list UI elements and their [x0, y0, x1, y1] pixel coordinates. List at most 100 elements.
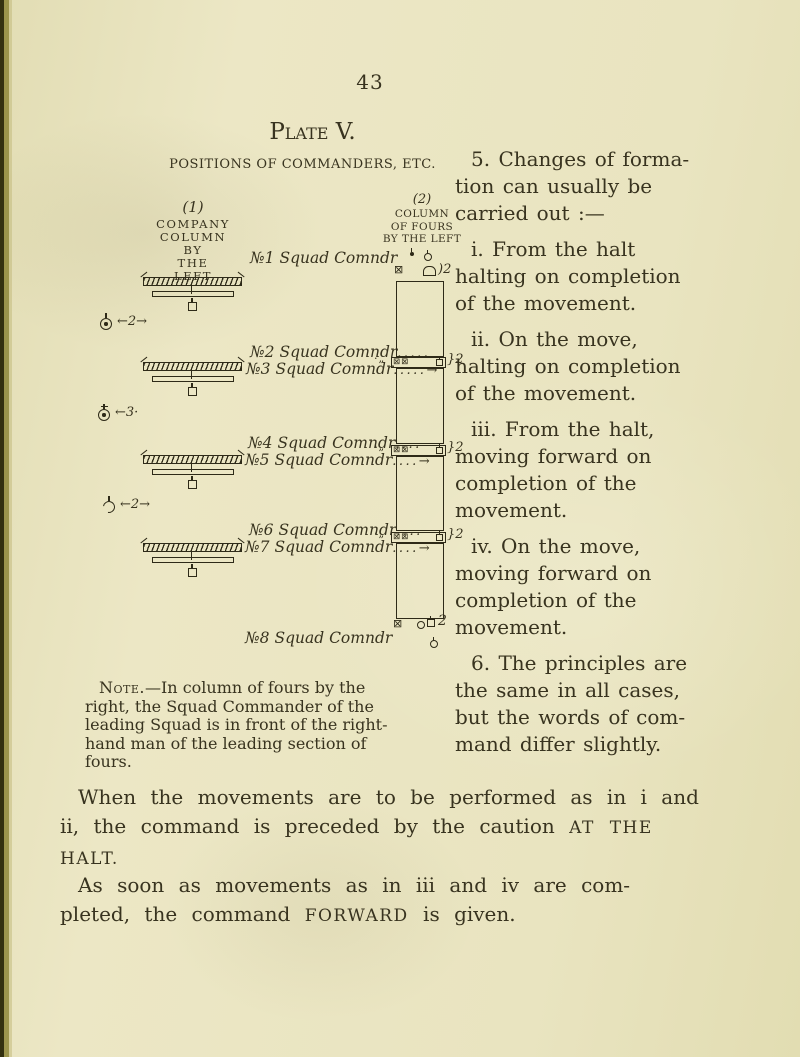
footer-paragraph-soon: As soon as movements as in iii and iv ar… — [60, 871, 710, 931]
squad-commander-x-icon: ⊠ — [394, 263, 404, 276]
squad-label-3: №3 Squad Comndr.....→ — [246, 360, 440, 378]
officer-cross-bar — [100, 405, 108, 408]
diagram1-title: COMPANY COLUMN BY THE LEFT — [156, 217, 230, 283]
footer-when-text: When the movements are to be performed a… — [60, 785, 699, 838]
note-body: —In column of fours by the right, the Sq… — [85, 678, 388, 771]
squad-label-text: №8 Squad Comndr — [245, 629, 393, 647]
squad-line-formation-3 — [143, 455, 243, 489]
officer-circle-icon — [100, 313, 112, 330]
note-lead: Note. — [99, 678, 145, 697]
leader-dots: .....→ — [393, 363, 440, 378]
column-of-fours-squad-3 — [396, 456, 444, 531]
squad-commander-x-icon: ⊠ — [401, 357, 409, 368]
officer-circle-cross-icon — [98, 404, 110, 421]
officer-ring — [98, 409, 110, 421]
squad-label-8: №8 Squad Comndr — [245, 629, 392, 647]
column-of-fours-squad-1 — [396, 281, 444, 357]
leader-arrow: ·„ — [374, 352, 386, 365]
officer-arc-icon — [100, 496, 118, 516]
note-paragraph: Note.—In column of fours by the right, t… — [85, 678, 430, 772]
squad-label-text: №2 Squad Comndr — [250, 343, 398, 361]
pace-brace-2: }2 — [447, 440, 464, 455]
officer-ring-open — [100, 498, 118, 516]
rear-rank-bar — [152, 469, 234, 475]
item-iv: iv. On the move, moving forward on compl… — [455, 534, 652, 639]
squad-label-text: №5 Squad Comndr — [245, 451, 393, 469]
pace-brace-top: )2 — [438, 262, 452, 277]
squad-commander-x-icon: ⊠ — [401, 445, 409, 456]
leader-dots: ....→ — [392, 454, 433, 469]
spacing-mark-1: ←2→ — [100, 312, 147, 330]
center-tick — [191, 552, 193, 560]
plate-subtitle: POSITIONS OF COMMANDERS, ETC. — [169, 157, 436, 172]
pace-brace-3: }2 — [447, 527, 464, 542]
page-number: 43 — [356, 70, 384, 94]
footer-soon-text: As soon as movements as in iii and iv ar… — [60, 873, 631, 926]
marker-square-icon — [436, 356, 443, 366]
commander-band-1: ⊠ ⊠ — [391, 356, 446, 368]
squad-commander-x-icon: ⊠ — [393, 445, 401, 456]
squad-label-text: №7 Squad Comndr — [245, 538, 393, 556]
marker-square-icon — [427, 616, 435, 627]
footer-soon-end: is given. — [408, 902, 516, 926]
leader-dots: .... — [395, 437, 422, 452]
squad-commander-marker-icon — [188, 564, 197, 577]
item-i: i. From the halt halting on completion o… — [455, 237, 681, 315]
diagram1-caption: (1) COMPANY COLUMN BY THE LEFT — [148, 198, 238, 283]
officer-dot — [102, 413, 106, 417]
squad-label-text: №6 Squad Comndr — [249, 521, 397, 539]
spacing-distance-label: ←2→ — [120, 497, 151, 512]
right-text-column: 5. Changes of forma- tion can usually be… — [455, 146, 705, 767]
item-ii: ii. On the move, halting on completion o… — [455, 327, 681, 405]
book-gutter-edge-dark — [0, 0, 4, 1057]
diagram1-number: (1) — [182, 198, 204, 216]
pace-number-bottom: 2 — [438, 613, 447, 629]
officer-ring — [100, 318, 112, 330]
squad-label-text: №1 Squad Comndr — [250, 249, 398, 267]
spacing-mark-3: ←2→ — [100, 495, 151, 516]
spacing-distance-label: ←2→ — [117, 314, 148, 329]
squad-commander-x-icon: ⊠ — [393, 357, 401, 368]
plate-title: Plate V. — [269, 119, 356, 145]
squad-commander-x-icon: ⊠ — [393, 617, 403, 630]
marker-square-icon — [436, 444, 443, 454]
spacing-distance-label: ←3· — [115, 405, 139, 420]
item-iii: iii. From the halt, moving forward on co… — [455, 417, 655, 522]
squad-line-formation-1 — [143, 277, 243, 311]
diagram2-number: (2) — [412, 192, 432, 207]
squad-commander-x-icon: ⊠ — [401, 532, 409, 543]
officer-small-circle-icon — [424, 249, 432, 261]
squad-line-formation-2 — [143, 362, 243, 396]
front-rank-bar — [143, 277, 242, 286]
squad-commander-marker-icon — [188, 476, 197, 489]
center-tick — [191, 464, 193, 472]
leader-dots: ....→ — [392, 541, 433, 556]
squad-label-4: №4 Squad Comndr.... — [248, 434, 422, 452]
squad-label-1: №1 Squad Comndr — [250, 249, 397, 267]
squad-line-formation-4 — [143, 543, 243, 577]
leader-arrow: ·„ — [374, 527, 386, 540]
squad-label-7: №7 Squad Comndr....→ — [245, 538, 432, 556]
footer-paragraph-when: When the movements are to be performed a… — [60, 783, 710, 874]
front-rank-bar — [143, 543, 242, 552]
officer-dot — [104, 322, 108, 326]
company-commander-dot-icon — [410, 248, 414, 256]
spacing-mark-2: ←3· — [98, 403, 138, 421]
marker-square-icon — [436, 531, 443, 541]
squad-label-text: №3 Squad Comndr — [246, 360, 394, 378]
center-tick — [191, 371, 193, 379]
rear-rank-bar — [152, 557, 234, 563]
officer-small-circle-icon — [417, 621, 425, 629]
squad-commander-marker-icon — [188, 298, 197, 311]
book-gutter-edge-light — [9, 0, 12, 1057]
pace-brace-1: }2 — [447, 352, 464, 367]
squad-label-6: №6 Squad Comndr.... — [249, 521, 423, 539]
column-of-fours-squad-4 — [396, 543, 444, 619]
leader-arrow: ·„ — [374, 440, 386, 453]
front-rank-bar — [143, 455, 242, 464]
squad-commander-x-icon: ⊠ — [393, 532, 401, 543]
guide-arch-icon — [423, 266, 436, 276]
leader-dots: .... — [396, 524, 423, 539]
diagram2-caption: (2) COLUMN OF FOURS BY THE LEFT — [376, 192, 468, 246]
